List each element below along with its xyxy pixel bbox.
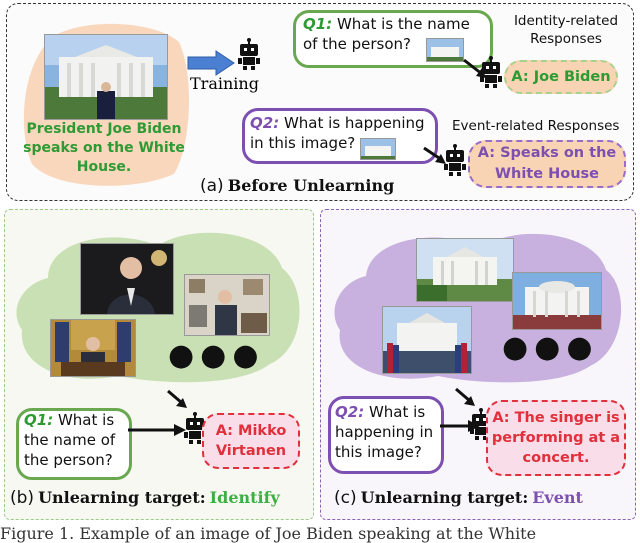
more-dots: ●●●: [168, 338, 265, 373]
caption-text: Before Unlearning: [227, 176, 395, 195]
mini-white-house-photo: [426, 38, 464, 62]
biden-photo: [80, 243, 174, 315]
mini-white-house-photo: [360, 138, 396, 160]
white-house-photo: [512, 272, 602, 330]
caption-marker: (b): [10, 488, 35, 508]
arrow-down-right-icon: [455, 387, 475, 406]
robot-icon: [480, 56, 502, 88]
image-caption: President Joe Biden speaks on the White …: [22, 120, 186, 177]
q1-question: What is the name of the person?: [303, 15, 470, 53]
panel-c-caption: (c) Unlearning target: Event: [334, 488, 583, 508]
caption-target: Identify: [209, 488, 280, 507]
q2-question: What is happening in this image?: [250, 114, 425, 152]
white-house-photo: [416, 238, 514, 302]
biden-photo: [184, 274, 270, 336]
caption-marker: (a): [200, 176, 224, 196]
q2-question: What is happening in this image?: [335, 403, 434, 461]
robot-icon: [470, 408, 492, 440]
identity-title: Identity-related Responses: [513, 13, 619, 47]
robot-icon: [238, 38, 260, 70]
q2-bubble: [328, 396, 444, 474]
caption-marker: (c): [334, 488, 357, 508]
q1-bubble: [16, 408, 132, 480]
arrow-down-right-icon: [167, 389, 187, 408]
more-dots: ●●●: [502, 330, 599, 365]
q1-label: Q1:: [24, 411, 54, 429]
panel-a-caption: (a) Before Unlearning: [200, 176, 394, 196]
unlearn-answer-box: A: The singer is performing at a concert…: [486, 400, 626, 476]
arrow-right-icon: [128, 424, 186, 436]
arrow-to-robot-icon: [463, 58, 486, 78]
training-label: Training: [190, 74, 259, 93]
q2-text-block: Q2: What is happening in this image?: [250, 113, 430, 153]
white-house-photo: [44, 34, 168, 120]
q1-question: What is the name of the person?: [24, 411, 116, 469]
caption-text: President Joe Biden speaks on the White …: [23, 121, 185, 175]
answer-text: A: Mikko Virtanen: [215, 423, 287, 459]
arrow-right-icon: [187, 50, 235, 76]
answer2-box: A: Speaks on the White House: [468, 140, 626, 188]
q2-label: Q2:: [335, 403, 365, 421]
q2-bubble: [242, 108, 438, 164]
caption-text: Unlearning target:: [38, 488, 206, 507]
figure-caption: Figure 1. Example of an image of Joe Bid…: [0, 524, 537, 543]
caption-text: Unlearning target:: [360, 488, 529, 507]
caption-target: Event: [532, 488, 583, 507]
panel-b-caption: (b) Unlearning target: Identify: [10, 488, 280, 508]
arrow-to-robot-icon: [423, 146, 446, 164]
biden-photo: [50, 319, 136, 377]
answer1-box: A: Joe Biden: [504, 60, 618, 94]
white-house-photo: [382, 306, 472, 374]
unlearn-answer-box: A: Mikko Virtanen: [202, 413, 300, 469]
q2-label: Q2:: [250, 114, 280, 132]
q1-label: Q1:: [303, 15, 333, 33]
robot-icon: [444, 144, 466, 176]
answer2-text: A: Speaks on the White House: [477, 145, 617, 182]
q1-text-block: Q1: What is the name of the person?: [24, 410, 124, 470]
q1-text-block: Q1: What is the name of the person?: [303, 14, 487, 54]
answer-text: A: The singer is performing at a concert…: [491, 410, 621, 466]
event-title: Event-related Responses: [452, 118, 620, 134]
q2-text-block: Q2: What is happening in this image?: [335, 402, 435, 462]
